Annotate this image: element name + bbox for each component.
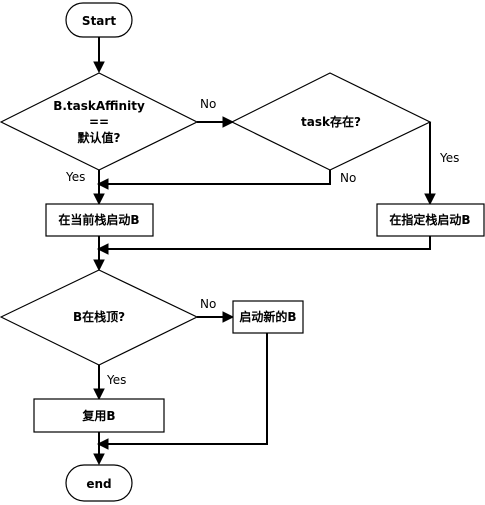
node-launch-current: 在当前栈启动B — [45, 203, 154, 237]
node-end: end — [65, 464, 133, 502]
decision-shape — [0, 72, 199, 171]
label-task-no: No — [340, 171, 356, 185]
edge-labels: No Yes Yes No No Yes — [65, 97, 459, 387]
arrowhead-icon — [93, 388, 105, 401]
terminal-shape — [65, 464, 133, 502]
arrowhead-icon — [93, 259, 105, 272]
reuse-label: 复用B — [81, 408, 115, 423]
decision-top: B在栈顶? — [0, 269, 199, 366]
edge-new-to-end — [108, 333, 268, 445]
edges — [93, 37, 436, 466]
label-affinity-no: No — [200, 97, 216, 111]
arrowhead-icon — [424, 193, 436, 206]
terminal-shape — [65, 2, 133, 38]
top-label: B在栈顶? — [73, 309, 125, 324]
node-start: Start — [65, 2, 133, 38]
launch-new-label: 启动新的B — [239, 309, 296, 324]
arrowhead-icon — [222, 311, 235, 323]
decision-affinity: B.taskAffinity == 默认值? — [0, 72, 199, 171]
launch-current-label: 在当前栈启动B — [58, 212, 139, 227]
node-launch-specified: 在指定栈启动B — [376, 203, 485, 237]
edge-task-no — [108, 170, 331, 185]
decision-task-exists: task存在? — [230, 72, 432, 171]
process-shape — [232, 300, 304, 334]
node-reuse: 复用B — [33, 398, 165, 433]
process-shape — [376, 203, 485, 237]
end-label: end — [86, 477, 111, 491]
arrowhead-icon — [93, 453, 105, 466]
arrowhead-icon — [222, 116, 235, 128]
arrowhead-icon — [96, 178, 109, 190]
node-launch-new: 启动新的B — [232, 300, 304, 334]
label-affinity-yes: Yes — [65, 170, 85, 184]
process-shape — [33, 398, 165, 433]
label-task-yes: Yes — [439, 151, 459, 165]
start-label: Start — [82, 14, 116, 28]
decision-shape — [0, 269, 199, 366]
affinity-line2: == — [89, 115, 109, 129]
arrowhead-icon — [96, 243, 109, 255]
edge-specified-to-merge — [108, 236, 431, 250]
label-top-no: No — [200, 297, 216, 311]
process-shape — [45, 203, 154, 237]
arrowhead-icon — [93, 193, 105, 206]
decision-shape — [230, 72, 432, 171]
arrowhead-icon — [93, 61, 105, 74]
launch-specified-label: 在指定栈启动B — [389, 212, 470, 227]
label-top-yes: Yes — [106, 373, 126, 387]
task-exists-label: task存在? — [301, 114, 361, 129]
arrowhead-icon — [96, 438, 109, 450]
affinity-line3: 默认值? — [78, 130, 121, 145]
affinity-line1: B.taskAffinity — [53, 99, 145, 113]
